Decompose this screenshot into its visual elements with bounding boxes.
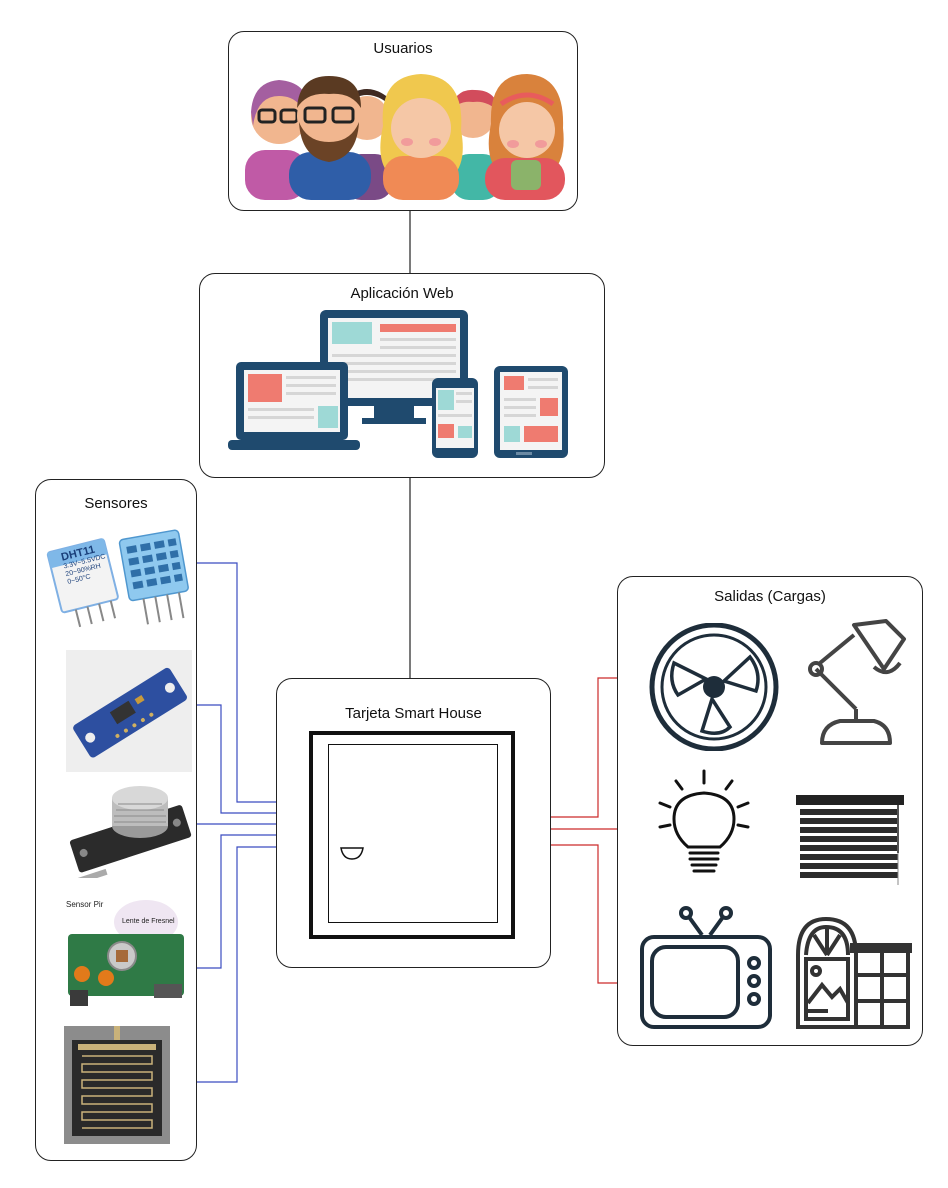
board-inner-frame [328, 744, 498, 923]
pir-label-sensor: Sensor Pir [66, 900, 104, 909]
desk-lamp-icon [808, 619, 906, 745]
dht11-sensor: DHT11 3.3V~5.5VDC 20~90%RH 0~50°C [46, 526, 192, 630]
rain-sensor-module [64, 1026, 170, 1144]
board-title: Tarjeta Smart House [345, 705, 482, 722]
window-icon [796, 916, 912, 1029]
sensors-box: Sensores [35, 479, 197, 1161]
users-box: Usuarios [228, 31, 578, 211]
output-wires [550, 677, 618, 984]
responsive-devices-illustration [228, 310, 568, 458]
users-group-illustration [245, 74, 565, 200]
sensor-wires [197, 562, 277, 1083]
board-outer-frame [309, 731, 515, 939]
television-icon [640, 906, 772, 1029]
sensor-wire-5 [197, 846, 277, 1083]
sensors-title: Sensores [84, 495, 148, 512]
output-wire-3 [550, 844, 618, 984]
outputs-box: Salidas (Cargas) [617, 576, 923, 1046]
webapp-box: Aplicación Web [199, 273, 605, 478]
sensor-wire-4 [197, 834, 277, 969]
webapp-title: Aplicación Web [350, 285, 454, 302]
window-blind-icon [796, 795, 904, 885]
gas-sensor-module [66, 774, 192, 878]
fan-icon [649, 623, 779, 751]
board-handle-icon [340, 847, 364, 860]
pir-label-lens: Lente de Fresnel [122, 918, 175, 925]
sensor-wire-1 [197, 562, 277, 803]
pir-sensor-module: Sensor Pir Lente de Fresnel [62, 894, 192, 1010]
board-box: Tarjeta Smart House [276, 678, 551, 968]
sensor-wire-2 [197, 704, 277, 814]
users-title: Usuarios [373, 40, 433, 57]
light-sensor-module [66, 650, 192, 772]
output-wire-1 [550, 677, 618, 818]
outputs-title: Salidas (Cargas) [714, 588, 826, 605]
light-bulb-icon [658, 769, 750, 873]
